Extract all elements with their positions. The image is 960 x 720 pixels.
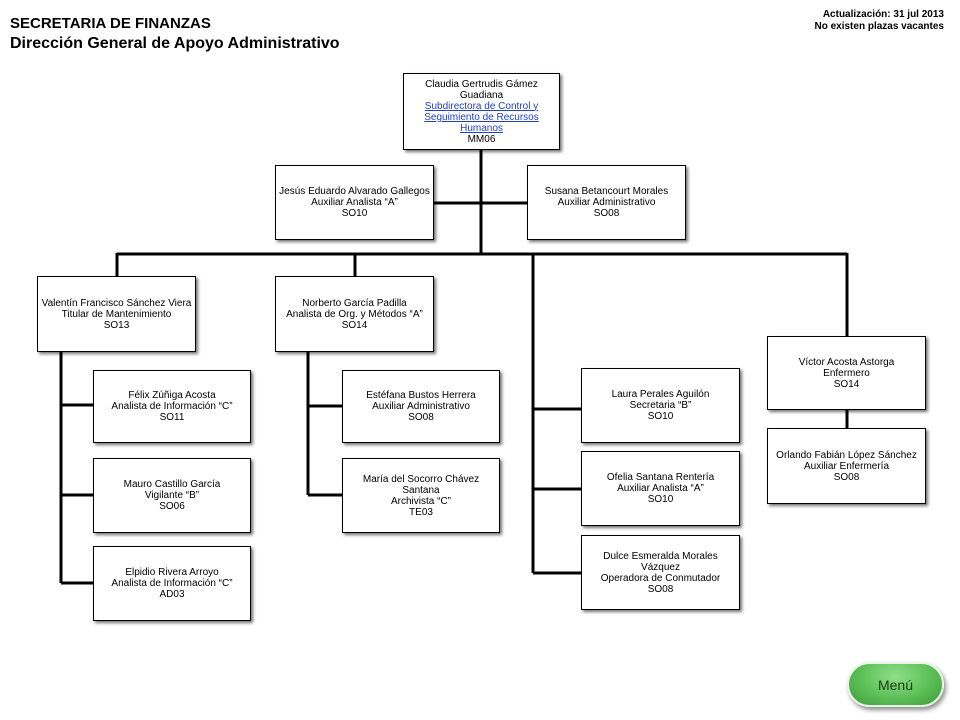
node-position: Auxiliar Enfermería: [803, 460, 890, 472]
org-node-branch3-staff-3: Dulce Esmeralda Morales Vázquez Operador…: [581, 535, 740, 610]
node-level: SO10: [647, 494, 674, 505]
node-position: Titular de Mantenimiento: [61, 308, 172, 320]
node-name: Jesús Eduardo Alvarado Gallegos: [279, 186, 430, 197]
node-name: Laura Perales Aguilón: [611, 389, 710, 400]
org-node-branch4-staff-1: Orlando Fabián López Sánchez Auxiliar En…: [767, 428, 926, 504]
node-name: Víctor Acosta Astorga: [798, 356, 895, 368]
node-level: SO06: [159, 501, 185, 512]
node-level: AD03: [159, 589, 185, 600]
node-position: Auxiliar Administrativo: [557, 197, 656, 208]
node-level: SO10: [341, 208, 368, 219]
node-level: SO08: [408, 412, 434, 423]
node-position: Analista de Información “C”: [111, 578, 233, 589]
page-subtitle: Dirección General de Apoyo Administrativ…: [10, 35, 340, 52]
org-node-branch2-staff-2: María del Socorro Chávez Santana Archivi…: [342, 458, 500, 533]
node-level: SO14: [341, 319, 368, 331]
page-title: SECRETARIA DE FINANZAS: [10, 15, 211, 32]
node-name: María del Socorro Chávez Santana: [362, 473, 480, 496]
root-position-link[interactable]: Subdirectora de Control y Seguimiento de…: [424, 100, 539, 134]
org-node-branch2-staff-1: Estéfana Bustos Herrera Auxiliar Adminis…: [342, 370, 500, 443]
node-name: Dulce Esmeralda Morales Vázquez: [603, 550, 718, 573]
menu-button[interactable]: Menú: [847, 662, 944, 707]
node-level: MM06: [467, 133, 496, 145]
org-node-branch1-head: Valentín Francisco Sánchez Viera Titular…: [37, 276, 196, 352]
vacancies-note: No existen plazas vacantes: [814, 21, 944, 32]
node-level: SO14: [833, 378, 860, 390]
node-name: Mauro Castillo García: [123, 479, 221, 490]
node-position: Enfermero: [823, 367, 870, 379]
node-name: Estéfana Bustos Herrera: [366, 390, 476, 401]
org-node-branch1-staff-1: Félix Zúñiga Acosta Analista de Informac…: [93, 370, 251, 443]
node-level: SO08: [647, 583, 674, 595]
node-position: Auxiliar Analista “A”: [311, 197, 398, 208]
node-name: Félix Zúñiga Acosta: [128, 390, 216, 401]
org-node-branch2-head: Norberto García Padilla Analista de Org.…: [275, 276, 434, 352]
update-date: Actualización: 31 jul 2013: [822, 9, 944, 20]
node-name: Susana Betancourt Morales: [544, 186, 669, 197]
node-name: Valentín Francisco Sánchez Viera: [41, 297, 192, 309]
node-name: Ofelia Santana Rentería: [606, 472, 715, 483]
node-position: Analista de Org. y Métodos “A”: [286, 308, 423, 320]
org-node-branch3-staff-1: Laura Perales Aguilón Secretaria “B” SO1…: [581, 368, 740, 443]
org-node-branch3-staff-2: Ofelia Santana Rentería Auxiliar Analist…: [581, 451, 740, 526]
node-position: Operadora de Conmutador: [600, 572, 721, 584]
node-name: Elpidio Rivera Arroyo: [125, 567, 219, 578]
org-node-root: Claudia Gertrudis Gámez Guadiana Subdire…: [403, 73, 560, 150]
org-node-branch4-head: Víctor Acosta Astorga Enfermero SO14: [767, 336, 926, 410]
org-node-branch1-staff-2: Mauro Castillo García Vigilante “B” SO06: [93, 458, 251, 533]
org-node-assistant-left: Jesús Eduardo Alvarado Gallegos Auxiliar…: [275, 165, 434, 240]
node-position: Vigilante “B”: [144, 490, 200, 501]
node-name: Orlando Fabián López Sánchez: [776, 449, 917, 461]
node-level: SO08: [833, 471, 860, 483]
update-info: Actualización: 31 jul 2013 No existen pl…: [814, 9, 944, 33]
node-level: SO08: [593, 208, 620, 219]
node-position: Auxiliar Administrativo: [372, 401, 470, 412]
node-position: Archivista “C”: [390, 495, 451, 507]
org-node-branch1-staff-3: Elpidio Rivera Arroyo Analista de Inform…: [93, 546, 251, 621]
node-level: SO10: [647, 411, 674, 422]
node-level: SO13: [103, 319, 130, 331]
node-level: TE03: [409, 506, 433, 518]
node-name: Claudia Gertrudis Gámez Guadiana: [425, 78, 538, 101]
org-node-assistant-right: Susana Betancourt Morales Auxiliar Admin…: [527, 165, 686, 240]
node-name: Norberto García Padilla: [302, 297, 407, 309]
node-position: Analista de Información “C”: [111, 401, 233, 412]
node-position: Auxiliar Analista “A”: [617, 483, 704, 494]
node-level: SO11: [159, 412, 185, 423]
node-position: Secretaria “B”: [629, 400, 692, 411]
